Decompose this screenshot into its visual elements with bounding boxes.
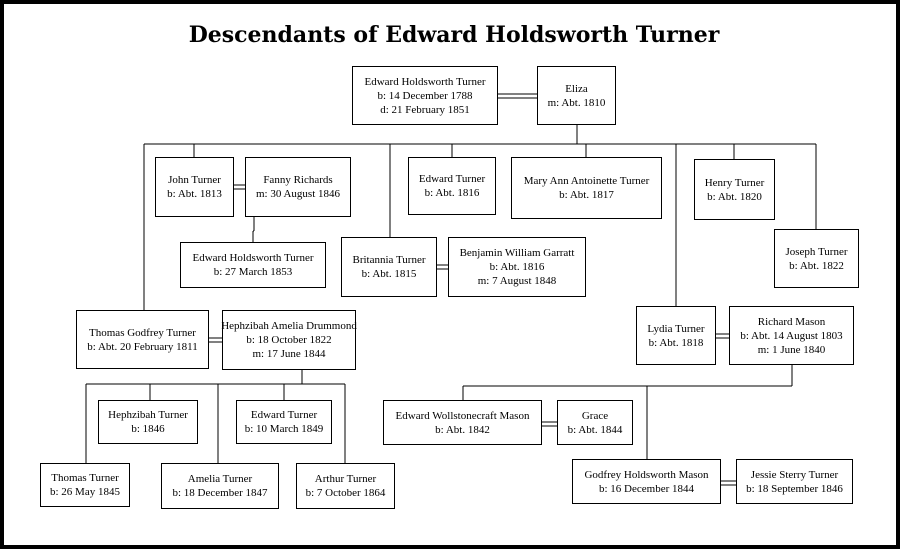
person-amelia-turner[interactable]: Amelia Turner b: 18 December 1847: [161, 463, 279, 509]
person-thomas-turner[interactable]: Thomas Turner b: 26 May 1845: [40, 463, 130, 507]
person-john-turner[interactable]: John Turner b: Abt. 1813: [155, 157, 234, 217]
person-birth: b: Abt. 1820: [707, 190, 762, 203]
person-name: Mary Ann Antoinette Turner: [523, 175, 650, 187]
person-marriage: m: 30 August 1846: [255, 188, 341, 200]
person-edward-turner-1816[interactable]: Edward Turner b: Abt. 1816: [408, 157, 496, 215]
person-thomas-godfrey-turner[interactable]: Thomas Godfrey Turner b: Abt. 20 Februar…: [76, 310, 209, 369]
person-name: Edward Wollstonecraft Mason: [395, 409, 530, 422]
person-birth: b: 18 December 1847: [172, 487, 268, 499]
person-birth: b: 27 March 1853: [213, 266, 293, 278]
person-birth: b: 1846: [131, 423, 165, 435]
person-marriage: m: 1 June 1840: [757, 343, 826, 356]
person-name: Arthur Turner: [314, 473, 377, 485]
person-mary-ann-antoinette-turner[interactable]: Mary Ann Antoinette Turner b: Abt. 1817: [511, 157, 662, 219]
person-henry-turner[interactable]: Henry Turner b: Abt. 1820: [694, 159, 775, 220]
person-richard-mason[interactable]: Richard Mason b: Abt. 14 August 1803 m: …: [729, 306, 854, 365]
person-name: Joseph Turner: [785, 245, 848, 258]
person-edward-holdsworth-turner-1853[interactable]: Edward Holdsworth Turner b: 27 March 185…: [180, 242, 326, 288]
person-name: Britannia Turner: [352, 254, 426, 266]
person-name: Thomas Turner: [51, 472, 119, 484]
person-name: John Turner: [168, 174, 221, 186]
person-name: Jessie Sterry Turner: [750, 468, 839, 481]
person-birth: b: 14 December 1788: [377, 89, 473, 102]
person-name: Grace: [581, 409, 609, 422]
person-birth: b: Abt. 14 August 1803: [740, 329, 843, 342]
person-marriage: m: Abt. 1810: [547, 96, 606, 109]
person-name: Hephzibah Turner: [108, 409, 188, 421]
person-eliza[interactable]: Eliza m: Abt. 1810: [537, 66, 616, 125]
person-edward-wollstonecraft-mason[interactable]: Edward Wollstonecraft Mason b: Abt. 1842: [383, 400, 542, 445]
person-name: Eliza: [565, 82, 588, 95]
person-birth: b: 7 October 1864: [305, 487, 386, 499]
person-birth: b: Abt. 20 February 1811: [87, 340, 198, 353]
person-grace[interactable]: Grace b: Abt. 1844: [557, 400, 633, 445]
person-name: Thomas Godfrey Turner: [89, 326, 196, 339]
person-britannia-turner[interactable]: Britannia Turner b: Abt. 1815: [341, 237, 437, 297]
person-joseph-turner[interactable]: Joseph Turner b: Abt. 1822: [774, 229, 859, 288]
person-name: Edward Holdsworth Turner: [192, 252, 314, 264]
person-name: Benjamin William Garratt: [459, 247, 575, 259]
person-hephzibah-amelia-drummond[interactable]: Hephzibah Amelia Drummond b: 18 October …: [221, 310, 357, 370]
person-hephzibah-turner[interactable]: Hephzibah Turner b: 1846: [98, 400, 198, 444]
person-name: Henry Turner: [704, 176, 765, 189]
person-arthur-turner[interactable]: Arthur Turner b: 7 October 1864: [296, 463, 395, 509]
person-name: Amelia Turner: [187, 473, 253, 485]
person-birth: b: Abt. 1813: [167, 188, 222, 200]
person-birth: b: Abt. 1842: [435, 423, 490, 436]
person-birth: b: Abt. 1822: [789, 259, 844, 272]
person-birth: b: Abt. 1844: [567, 423, 623, 436]
person-name: Edward Turner: [250, 409, 318, 421]
person-birth: b: Abt. 1816: [489, 261, 545, 273]
connector-lines: [85, 93, 817, 486]
person-edward-turner-1849[interactable]: Edward Turner b: 10 March 1849: [236, 400, 332, 444]
person-death: d: 21 February 1851: [380, 103, 470, 116]
person-name: Edward Holdsworth Turner: [364, 75, 486, 88]
person-fanny-richards[interactable]: Fanny Richards m: 30 August 1846: [245, 157, 351, 217]
person-birth: b: Abt. 1818: [648, 336, 704, 349]
person-birth: b: 18 September 1846: [746, 482, 843, 495]
person-name: Edward Turner: [418, 173, 486, 185]
person-marriage: m: 7 August 1848: [477, 275, 557, 287]
person-benjamin-william-garratt[interactable]: Benjamin William Garratt b: Abt. 1816 m:…: [448, 237, 586, 297]
person-name: Godfrey Holdsworth Mason: [584, 468, 709, 481]
person-lydia-turner[interactable]: Lydia Turner b: Abt. 1818: [636, 306, 716, 365]
person-birth: b: 10 March 1849: [244, 423, 324, 435]
person-birth: b: Abt. 1817: [559, 189, 614, 201]
person-name: Richard Mason: [757, 315, 826, 328]
person-birth: b: 26 May 1845: [50, 486, 120, 498]
person-marriage: m: 17 June 1844: [252, 348, 326, 360]
person-birth: b: 16 December 1844: [599, 482, 694, 495]
person-edward-holdsworth-turner-sr[interactable]: Edward Holdsworth Turner b: 14 December …: [352, 66, 498, 125]
person-jessie-sterry-turner[interactable]: Jessie Sterry Turner b: 18 September 184…: [736, 459, 853, 504]
person-name: Lydia Turner: [647, 322, 705, 335]
person-name: Hephzibah Amelia Drummond: [221, 320, 357, 332]
person-godfrey-holdsworth-mason[interactable]: Godfrey Holdsworth Mason b: 16 December …: [572, 459, 721, 504]
person-birth: b: Abt. 1816: [424, 187, 480, 199]
person-birth: b: 18 October 1822: [246, 334, 332, 346]
person-name: Fanny Richards: [263, 174, 333, 186]
chart-title: Descendants of Edward Holdsworth Turner: [188, 22, 720, 48]
person-birth: b: Abt. 1815: [361, 268, 417, 280]
